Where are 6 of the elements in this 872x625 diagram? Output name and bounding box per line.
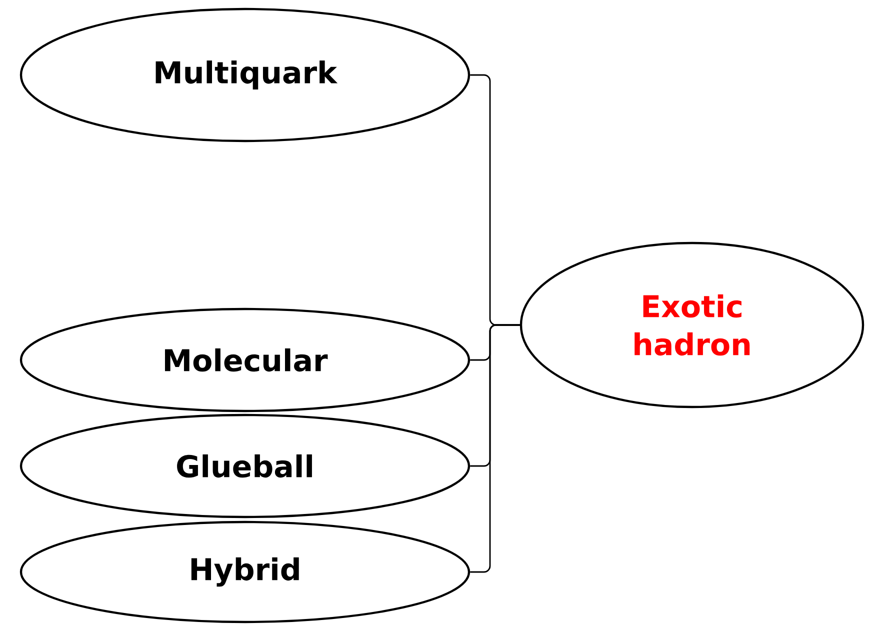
ellipse-node: Glueball: [20, 414, 470, 518]
ellipse-node: Molecular: [20, 308, 470, 412]
bracket-line: [470, 324, 520, 573]
ellipse-node: Exotic hadron: [520, 242, 864, 408]
ellipse-node: Multiquark: [20, 8, 470, 142]
ellipse-node: Hybrid: [20, 520, 470, 624]
